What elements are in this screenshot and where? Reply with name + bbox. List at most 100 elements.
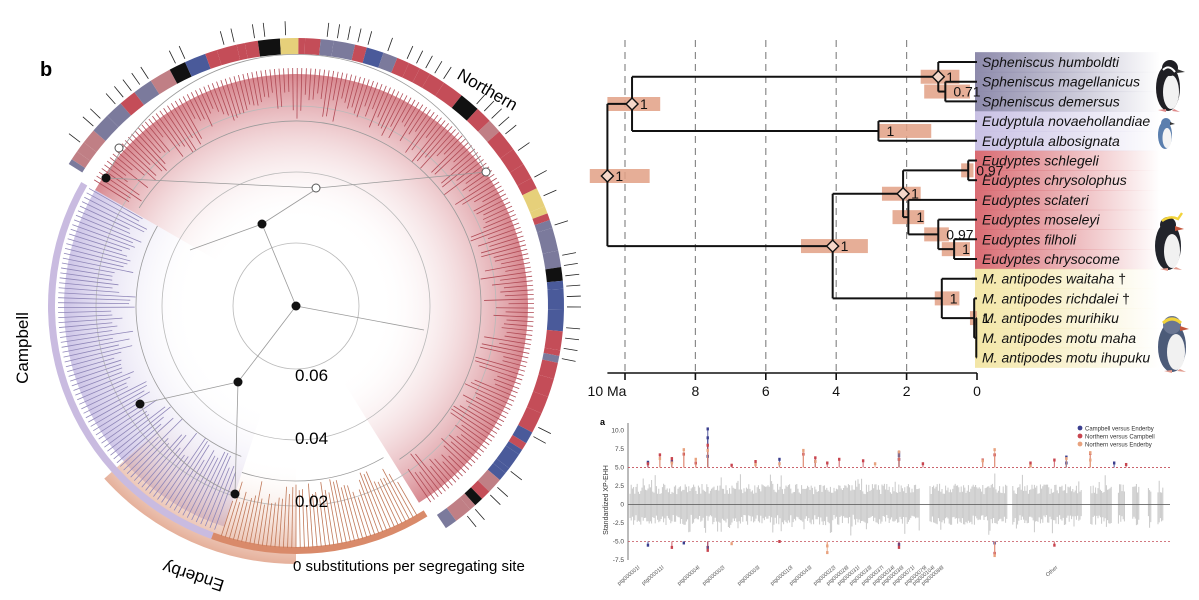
node-support-label: 1 bbox=[640, 96, 648, 112]
ring-tick bbox=[562, 252, 577, 256]
tree-branch bbox=[85, 384, 147, 419]
tree-branch bbox=[62, 338, 130, 353]
ring-tick bbox=[565, 337, 580, 341]
penguin-eudyptula-illustration bbox=[1158, 118, 1175, 149]
tree-branch bbox=[500, 289, 534, 293]
tip-color-band bbox=[975, 327, 1160, 349]
tree-branch bbox=[474, 185, 502, 203]
tree-branch bbox=[104, 414, 150, 448]
tip-label: Eudyptula albosignata bbox=[982, 133, 1120, 149]
xpehh-ytick-label: -2.5 bbox=[613, 520, 625, 527]
ring-segment bbox=[542, 353, 560, 363]
tree-branch bbox=[68, 359, 122, 377]
legend-marker bbox=[1077, 433, 1083, 439]
tree-branch bbox=[190, 92, 205, 120]
ring-tick bbox=[443, 66, 452, 79]
tip-color-band bbox=[975, 308, 1160, 329]
tree-branch bbox=[308, 68, 312, 101]
tree-branch bbox=[105, 177, 319, 189]
tip-color-band bbox=[975, 111, 1160, 132]
tree-branch bbox=[200, 455, 231, 525]
tree-branch bbox=[450, 441, 476, 464]
tree-branch bbox=[58, 306, 135, 309]
time-axis-tick-label: 6 bbox=[762, 383, 770, 399]
tree-branch bbox=[325, 70, 335, 117]
tree-branch bbox=[257, 504, 265, 546]
tree-branch bbox=[113, 416, 164, 460]
ring-tick bbox=[533, 436, 546, 444]
tree-branch bbox=[414, 471, 435, 500]
tree-branch bbox=[442, 155, 481, 188]
tree-branch bbox=[261, 187, 319, 225]
tree-branch bbox=[195, 452, 229, 523]
tip-label: Eudyptes sclateri bbox=[982, 192, 1089, 208]
ring-tick bbox=[219, 31, 225, 45]
tree-branch bbox=[461, 424, 490, 446]
ring-tick bbox=[566, 284, 581, 287]
tree-branch bbox=[475, 360, 524, 376]
ring-tick bbox=[262, 22, 266, 37]
tree-branch bbox=[415, 453, 446, 492]
node-age-hpd-bar bbox=[878, 123, 932, 138]
tree-branch bbox=[399, 104, 424, 142]
tree-branch bbox=[397, 481, 418, 516]
tree-branch bbox=[66, 243, 131, 262]
tip-label: M. antipodes motu ihupuku bbox=[982, 350, 1150, 366]
ring-segment bbox=[319, 39, 334, 57]
xpehh-xtick-label: ptg000004l bbox=[677, 565, 702, 587]
ring-segment bbox=[451, 95, 478, 121]
tree-branch bbox=[72, 224, 135, 248]
tree-branch bbox=[58, 314, 113, 319]
tree-branch bbox=[228, 502, 241, 539]
ring-segment bbox=[378, 52, 398, 73]
tree-branch bbox=[58, 297, 131, 301]
ring-tick bbox=[326, 22, 330, 37]
ring-segment bbox=[509, 164, 532, 186]
tree-branch bbox=[269, 69, 273, 93]
tree-branch bbox=[241, 497, 253, 542]
tree-branch bbox=[152, 115, 184, 157]
tree-branch bbox=[332, 71, 339, 101]
tree-branch bbox=[484, 262, 531, 272]
tree-branch bbox=[105, 54, 487, 179]
tree-branch bbox=[170, 103, 193, 139]
xpehh-xtick-label: Other bbox=[1045, 565, 1060, 579]
tip-color-band bbox=[975, 150, 1160, 171]
node-age-hpd-bar bbox=[924, 84, 970, 99]
tree-branch bbox=[380, 91, 400, 129]
xpehh-ylabel: Standardized XP-EHH bbox=[603, 465, 610, 535]
tip-color-band bbox=[975, 190, 1160, 211]
tree-branch bbox=[274, 497, 280, 548]
ring-segment bbox=[107, 103, 132, 128]
tree-branch bbox=[93, 179, 130, 202]
tree-branch bbox=[442, 461, 460, 480]
tree-branch bbox=[475, 396, 509, 415]
tree-branch bbox=[245, 495, 257, 543]
tree-branch bbox=[410, 453, 443, 495]
ring-tick bbox=[491, 108, 502, 119]
tree-branch bbox=[503, 323, 534, 327]
node-support-label: 0.97 bbox=[976, 162, 1003, 178]
tip-color-band bbox=[975, 170, 1160, 191]
ring-segment bbox=[446, 497, 471, 521]
tree-branch bbox=[203, 86, 214, 109]
tree-branch bbox=[312, 68, 316, 100]
tip-label: M. antipodes waitaha † bbox=[982, 271, 1126, 287]
tree-branch bbox=[182, 455, 216, 516]
tree-branch bbox=[63, 344, 119, 358]
tree-branch bbox=[195, 90, 213, 127]
tree-branch bbox=[274, 68, 279, 109]
tree-branch bbox=[79, 382, 127, 405]
tree-branch bbox=[133, 443, 170, 481]
campbell-ring bbox=[47, 182, 214, 540]
tree-branch bbox=[476, 197, 509, 215]
tree-branch bbox=[328, 492, 339, 545]
tree-branch bbox=[112, 153, 133, 171]
tree-branch bbox=[501, 257, 530, 265]
tree-branch bbox=[306, 505, 310, 548]
scale-label-002: 0.02 bbox=[295, 492, 328, 511]
scale-label-004: 0.04 bbox=[295, 429, 328, 448]
tree-branch bbox=[405, 112, 435, 153]
tree-branch bbox=[443, 445, 470, 470]
